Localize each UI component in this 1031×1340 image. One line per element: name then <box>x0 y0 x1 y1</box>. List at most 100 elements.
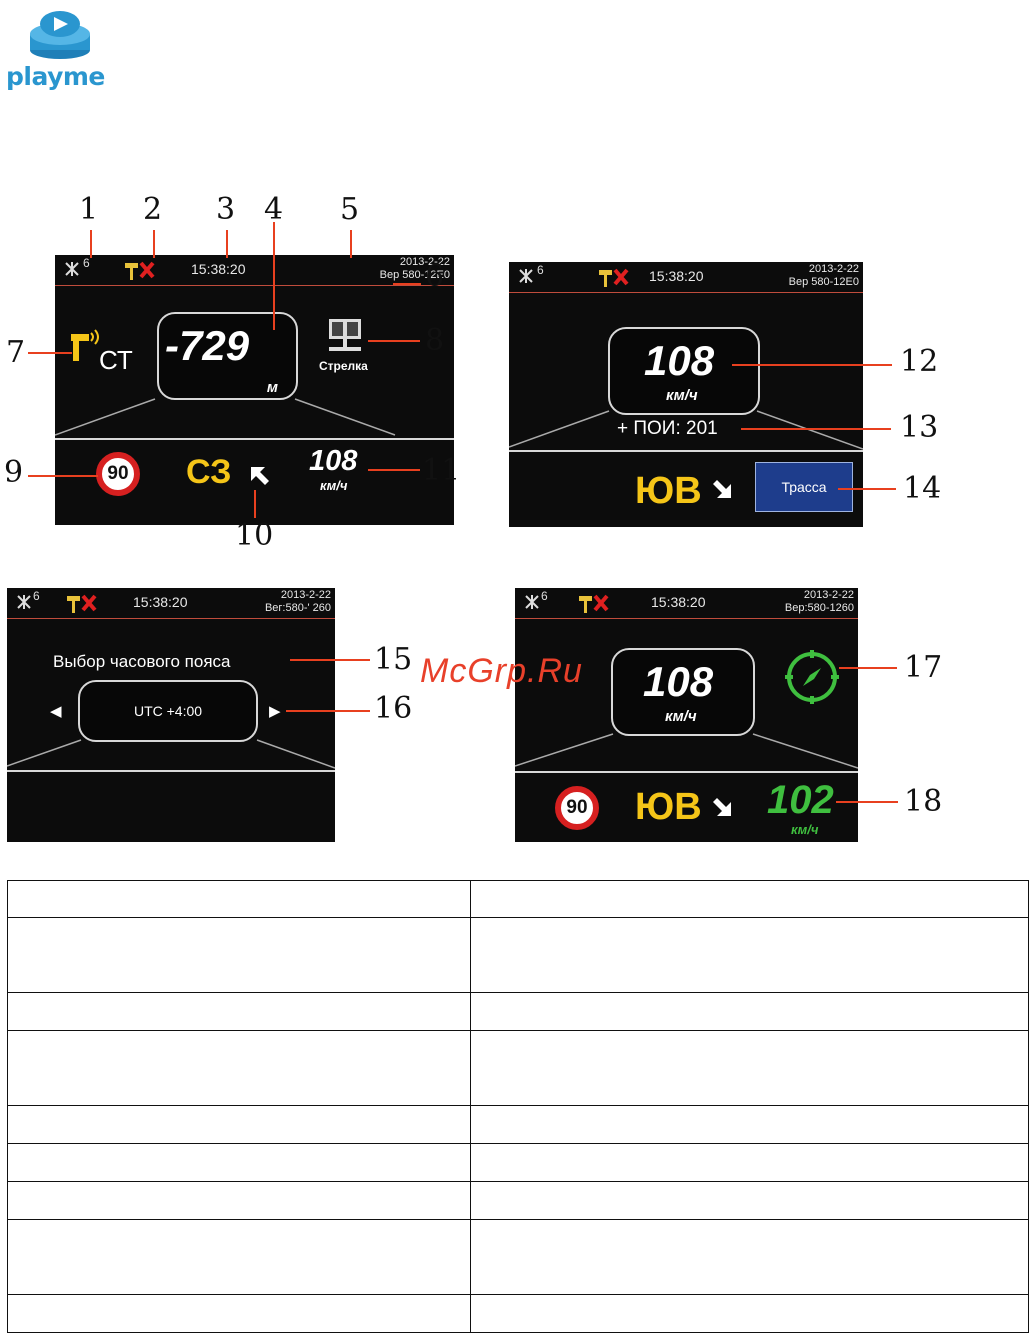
speed-limit-sign: 90 <box>96 452 140 496</box>
speed-display: 108 км/ч <box>611 648 755 736</box>
callout-7: 7 <box>6 335 26 370</box>
speed-value: 108 <box>643 658 714 705</box>
clock: 15:38:20 <box>651 594 706 610</box>
next-arrow[interactable]: ▶ <box>269 703 281 720</box>
road-lines <box>55 398 396 436</box>
road-lines <box>509 410 863 450</box>
divider <box>515 771 858 773</box>
arrow-nw-icon <box>251 467 269 485</box>
table-row <box>7 1143 1029 1182</box>
mode-badge: Трасса <box>755 462 853 512</box>
satellite-count: 6 <box>537 263 544 277</box>
speed-limit-sign: 90 <box>555 786 599 830</box>
callout-18: 18 <box>904 784 943 819</box>
table-row <box>7 917 1029 993</box>
arrow-se-icon <box>713 480 731 498</box>
speed-value: 108 <box>309 445 358 477</box>
callout-line-11 <box>368 469 420 471</box>
camera-type-label: Стрелка <box>319 359 368 373</box>
divider <box>7 770 335 772</box>
clock: 15:38:20 <box>649 268 704 284</box>
callout-17: 17 <box>904 650 943 685</box>
watermark: McGrp.Ru <box>420 652 583 690</box>
speed-unit: км/ч <box>320 478 348 493</box>
callout-line-13 <box>741 428 891 430</box>
satellite-count: 6 <box>33 589 40 603</box>
distance-display: -729 м <box>157 312 298 400</box>
callout-10: 10 <box>235 518 274 553</box>
table-row <box>7 1294 1029 1333</box>
callout-line-3 <box>226 230 228 258</box>
callout-line-17 <box>839 667 897 669</box>
satellite-count: 6 <box>541 589 548 603</box>
callout-line-5 <box>350 230 352 258</box>
callout-9: 9 <box>4 455 24 490</box>
direction-label: ЮВ <box>635 470 702 512</box>
callout-8: 8 <box>425 323 445 358</box>
callout-12: 12 <box>900 344 939 379</box>
satellite-icon <box>519 269 533 283</box>
satellite-icon <box>17 595 31 609</box>
timezone-title: Выбор часового пояса <box>53 652 231 671</box>
satellite-count: 6 <box>83 256 90 270</box>
callout-3: 3 <box>216 192 236 227</box>
table-row <box>7 1181 1029 1220</box>
timezone-selector[interactable]: UTC +4:00 <box>78 680 258 742</box>
average-speed-value: 102 <box>767 778 834 822</box>
table-row <box>7 992 1029 1031</box>
camera-disabled-icon <box>599 268 629 287</box>
divider <box>55 438 454 440</box>
callout-16: 16 <box>374 691 413 726</box>
callout-1: 1 <box>79 192 99 227</box>
direction-label: СЗ <box>186 453 232 491</box>
brand-name: playme <box>6 62 105 91</box>
average-speed-unit: км/ч <box>791 822 819 837</box>
callout-line-14 <box>838 488 896 490</box>
callout-line-8 <box>368 340 420 342</box>
callout-5: 5 <box>340 192 360 227</box>
road-lines <box>515 733 858 769</box>
clock: 15:38:20 <box>133 594 188 610</box>
camera-disabled-icon <box>125 261 155 280</box>
road-lines <box>7 739 335 769</box>
satellite-icon <box>65 262 79 276</box>
callout-15: 15 <box>374 642 413 677</box>
satellite-icon <box>525 595 539 609</box>
callout-line-16 <box>286 710 370 712</box>
callout-line-2 <box>153 230 155 258</box>
callout-line-7 <box>28 352 72 354</box>
speed-unit: км/ч <box>666 387 698 404</box>
callout-4: 4 <box>264 192 284 227</box>
compass-icon <box>785 650 839 704</box>
callout-line-1 <box>90 230 92 258</box>
table-row <box>7 1219 1029 1295</box>
speed-value: 108 <box>644 337 715 384</box>
distance-value: -729 <box>165 322 250 369</box>
callout-11: 11 <box>422 453 461 488</box>
description-table <box>7 880 1029 1333</box>
camera-disabled-icon <box>67 594 97 613</box>
callout-2: 2 <box>143 192 163 227</box>
poi-count: + ПОИ: 201 <box>617 418 718 439</box>
traffic-light-camera-icon <box>329 319 361 351</box>
speed-unit: км/ч <box>665 708 697 725</box>
prev-arrow[interactable]: ◀ <box>50 703 62 720</box>
callout-line-12 <box>732 364 892 366</box>
radar-camera-icon <box>71 329 99 361</box>
divider <box>509 450 863 452</box>
callout-line-9 <box>28 475 98 477</box>
distance-unit: м <box>266 379 278 396</box>
table-row <box>7 1030 1029 1106</box>
arrow-se-icon <box>713 798 731 816</box>
